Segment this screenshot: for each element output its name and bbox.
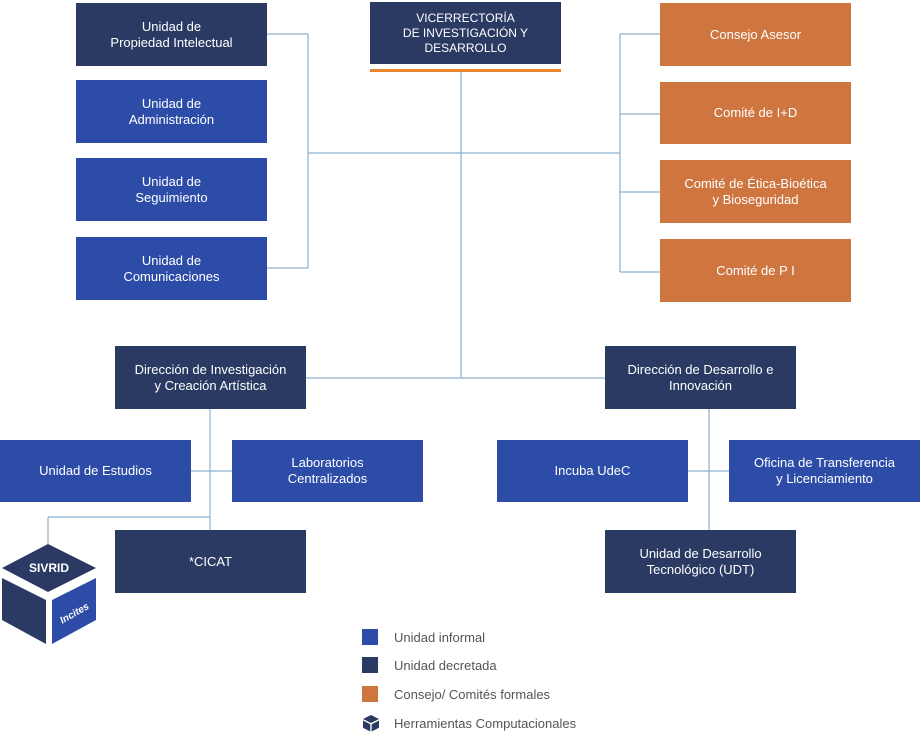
legend-decretada: Unidad decretada xyxy=(362,657,497,673)
blue-square-icon xyxy=(362,629,378,645)
unit-comunicaciones: Unidad de Comunicaciones xyxy=(76,237,267,300)
comite-id: Comité de I+D xyxy=(660,82,851,144)
comite-etica: Comité de Ética-Bioética y Bioseguridad xyxy=(660,160,851,223)
legend-label: Herramientas Computacionales xyxy=(394,715,577,731)
unit-administracion: Unidad de Administración xyxy=(76,80,267,143)
sivrid-label: SIVRID xyxy=(29,561,69,575)
cicat-box: *CICAT xyxy=(115,530,306,593)
unidad-desarrollo-tecnologico: Unidad de Desarrollo Tecnológico (UDT) xyxy=(605,530,796,593)
incuba-udec: Incuba UdeC xyxy=(497,440,688,502)
legend-label: Unidad decretada xyxy=(394,657,497,673)
legend-informal: Unidad informal xyxy=(362,629,485,645)
unit-seguimiento: Unidad de Seguimiento xyxy=(76,158,267,221)
tools-cube-icon: SIVRID Incites xyxy=(2,544,96,644)
vicerrectoria-box: VICERRECTORÍA DE INVESTIGACIÓN Y DESARRO… xyxy=(370,2,561,64)
direccion-investigacion: Dirección de Investigación y Creación Ar… xyxy=(115,346,306,409)
cube-icon xyxy=(363,715,379,732)
orange-square-icon xyxy=(362,686,378,702)
legend-comites: Consejo/ Comités formales xyxy=(362,686,550,702)
legend-label: Consejo/ Comités formales xyxy=(394,686,551,702)
oficina-transferencia: Oficina de Transferencia y Licenciamient… xyxy=(729,440,920,502)
laboratorios-centralizados: Laboratorios Centralizados xyxy=(232,440,423,502)
direccion-desarrollo: Dirección de Desarrollo e Innovación xyxy=(605,346,796,409)
navy-square-icon xyxy=(362,657,378,673)
unit-propiedad-intelectual: Unidad de Propiedad Intelectual xyxy=(76,3,267,66)
legend-label: Unidad informal xyxy=(394,629,486,645)
unidad-estudios: Unidad de Estudios xyxy=(0,440,191,502)
legend-herramientas: Herramientas Computacionales xyxy=(362,714,576,732)
consejo-asesor: Consejo Asesor xyxy=(660,3,851,66)
comite-pi: Comité de P I xyxy=(660,239,851,302)
